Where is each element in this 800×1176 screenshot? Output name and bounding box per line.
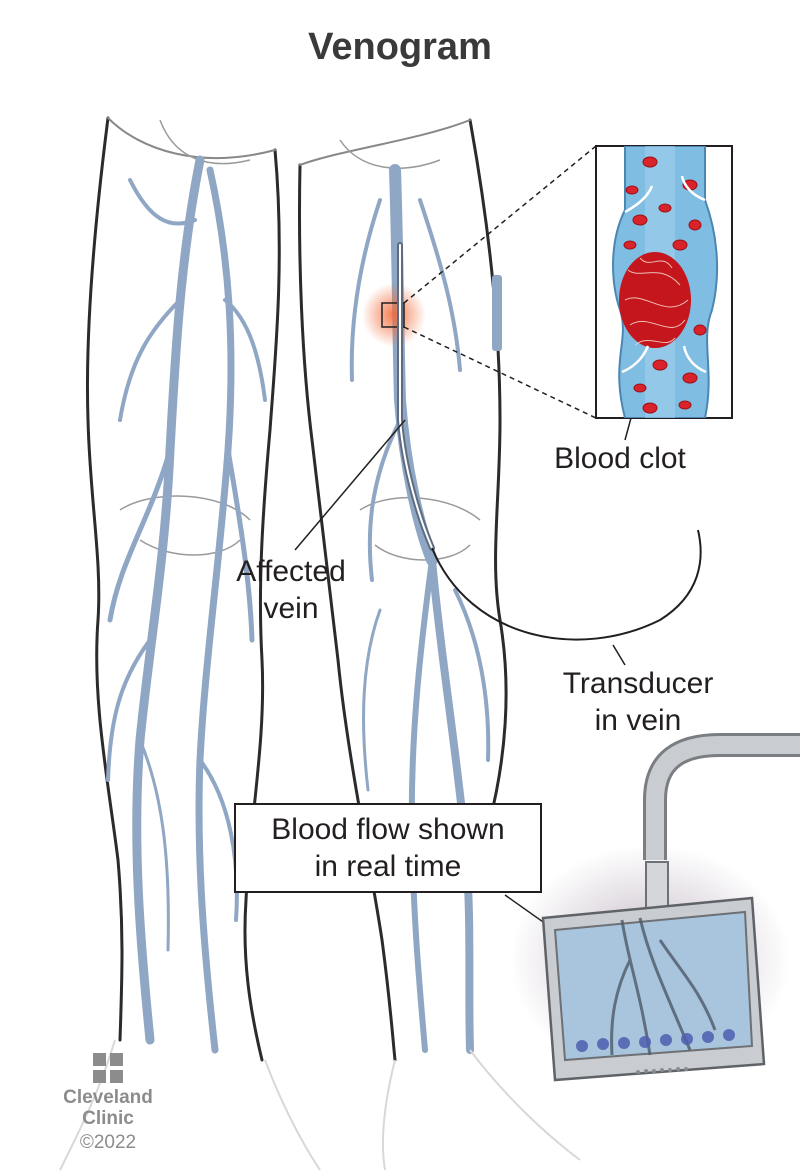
blood-flow-line2: in real time [314,850,462,883]
cleveland-clinic-mark-icon [93,1053,123,1083]
brand-name-line1: Cleveland [63,1087,153,1108]
transducer-line2: in vein [594,704,682,737]
page-title: Venogram [308,26,492,68]
blood-clot-inset [595,145,733,419]
blood-clot-label: Blood clot [554,442,686,475]
skin-probe [492,275,502,351]
clot-zoom-box [381,302,405,328]
transducer-label: Transducer in vein [552,665,724,739]
brand-name-line2: Clinic [82,1108,134,1129]
clot-glow [362,283,426,347]
blood-flow-callout: Blood flow shown in real time [234,803,542,893]
ultrasound-monitor [510,733,800,1082]
blood-flow-line1: Blood flow shown [271,813,505,846]
affected-vein-line2: vein [263,592,319,625]
feet [59,1039,581,1171]
transducer-line1: Transducer [562,667,714,700]
affected-vein-label: Affected vein [228,553,354,627]
copyright: ©2022 [79,1132,137,1153]
cleveland-clinic-logo: Cleveland Clinic ©2022 [48,1053,168,1155]
transducer-cable [431,529,702,641]
affected-vein-line1: Affected [236,555,346,588]
